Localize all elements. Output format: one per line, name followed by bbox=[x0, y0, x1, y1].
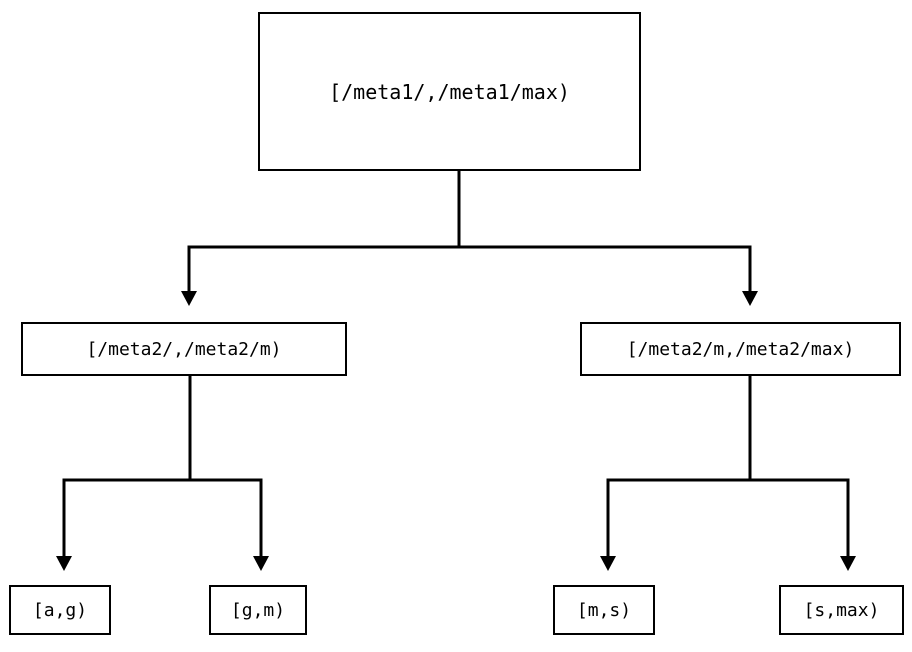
tree-node-leaf-g-m-label: [g,m) bbox=[230, 599, 286, 621]
edge-mid-left-to-leaf-gm bbox=[190, 478, 269, 571]
tree-node-meta2-upper[interactable]: [/meta2/m,/meta2/max) bbox=[580, 322, 901, 376]
tree-node-root[interactable]: [/meta1/,/meta1/max) bbox=[258, 12, 641, 171]
tree-node-leaf-m-s[interactable]: [m,s) bbox=[553, 585, 655, 635]
arrowhead-icon bbox=[181, 291, 197, 306]
arrowhead-icon bbox=[56, 556, 72, 571]
edge-mid-right-to-leaf-ms bbox=[600, 376, 752, 571]
arrowhead-icon bbox=[840, 556, 856, 571]
arrowhead-icon bbox=[253, 556, 269, 571]
tree-node-leaf-a-g[interactable]: [a,g) bbox=[9, 585, 111, 635]
edge-mid-left-to-leaf-ag bbox=[56, 376, 192, 571]
edge-mid-right-to-leaf-smax bbox=[750, 478, 856, 571]
tree-node-root-label: [/meta1/,/meta1/max) bbox=[329, 79, 570, 104]
arrowhead-icon bbox=[600, 556, 616, 571]
tree-node-leaf-a-g-label: [a,g) bbox=[32, 599, 88, 621]
tree-node-meta2-upper-label: [/meta2/m,/meta2/max) bbox=[626, 338, 855, 360]
tree-node-leaf-m-s-label: [m,s) bbox=[576, 599, 632, 621]
tree-node-leaf-s-max-label: [s,max) bbox=[803, 599, 880, 621]
arrowhead-icon bbox=[742, 291, 758, 306]
tree-node-meta2-lower[interactable]: [/meta2/,/meta2/m) bbox=[21, 322, 347, 376]
tree-node-leaf-g-m[interactable]: [g,m) bbox=[209, 585, 307, 635]
tree-node-leaf-s-max[interactable]: [s,max) bbox=[779, 585, 904, 635]
edge-root-to-mid-left bbox=[181, 171, 461, 306]
tree-node-meta2-lower-label: [/meta2/,/meta2/m) bbox=[86, 338, 282, 360]
edge-root-to-mid-right bbox=[459, 245, 758, 306]
